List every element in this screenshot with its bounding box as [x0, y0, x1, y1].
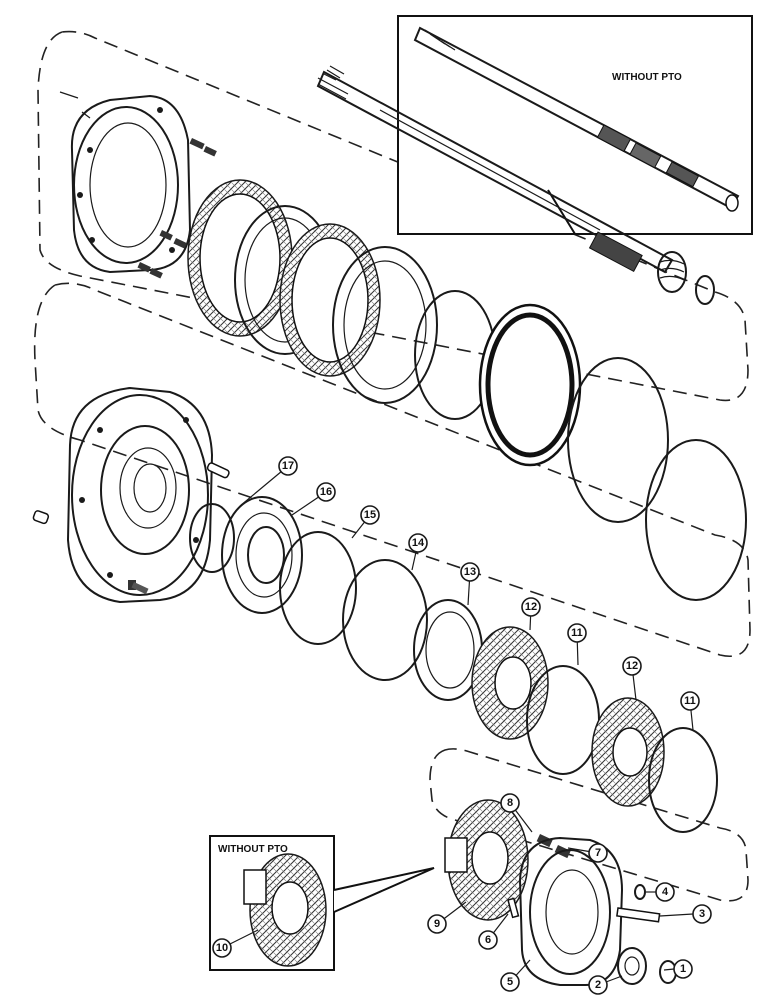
callout-11a: 11	[567, 623, 587, 643]
backing-plate-u	[478, 303, 582, 467]
callout-13: 13	[460, 562, 480, 582]
svg-text:5: 5	[507, 976, 513, 988]
hub-disc-9	[444, 799, 529, 921]
callout-4: 4	[655, 882, 675, 902]
svg-text:10: 10	[216, 942, 228, 954]
housing-bolt	[128, 580, 149, 595]
seal-ring-u3	[645, 439, 747, 601]
svg-text:6: 6	[485, 934, 491, 946]
inset-shaft	[413, 26, 740, 212]
upper-clutch-pack	[187, 179, 747, 601]
svg-text:12: 12	[525, 601, 537, 613]
pressure-plate-5	[518, 836, 624, 986]
callout-15: 15	[360, 505, 380, 525]
svg-text:15: 15	[364, 509, 376, 521]
seal-ring-17	[189, 503, 235, 573]
seal-ring-15	[279, 531, 357, 645]
piston-16	[221, 496, 303, 614]
callout-14: 14	[408, 533, 428, 553]
bottom-inset-pointer	[333, 867, 435, 913]
dowel-pin-right	[206, 462, 230, 479]
steel-plate-u2	[332, 246, 438, 404]
main-shaft	[316, 65, 674, 274]
callout-3: 3	[692, 904, 712, 924]
clutch-housing	[66, 386, 214, 604]
callout-12b: 12	[622, 656, 642, 676]
bearing-2	[617, 947, 647, 985]
callout-7: 7	[588, 843, 608, 863]
lower-group-outline	[429, 748, 749, 902]
upper-group-outline	[37, 30, 749, 402]
bolt-3	[616, 907, 661, 923]
svg-text:3: 3	[699, 908, 705, 920]
callout-2: 2	[588, 975, 608, 995]
callout-12a: 12	[521, 597, 541, 617]
svg-text:12: 12	[626, 660, 638, 672]
svg-text:11: 11	[571, 627, 583, 639]
svg-text:14: 14	[412, 537, 425, 549]
friction-disc-12a	[471, 626, 549, 740]
upper-piston-housing	[59, 91, 192, 274]
callout-8: 8	[500, 793, 520, 813]
seal-ring-14	[342, 559, 428, 681]
friction-disc-12b	[591, 697, 665, 807]
shaft-spring	[657, 251, 687, 293]
svg-text:11: 11	[684, 695, 696, 707]
svg-text:8: 8	[507, 797, 513, 809]
callout-1: 1	[673, 959, 693, 979]
callout-5: 5	[500, 972, 520, 992]
top-inset-without-pto: WITHOUT PTO	[397, 15, 753, 235]
snap-ring-1	[659, 960, 677, 984]
inset-hub-disc-10	[243, 853, 327, 967]
svg-text:4: 4	[662, 886, 669, 898]
bottom-inset-label: WITHOUT PTO	[218, 844, 288, 855]
washer-4	[634, 884, 646, 900]
svg-text:1: 1	[680, 963, 686, 975]
svg-text:2: 2	[595, 979, 601, 991]
svg-text:7: 7	[595, 847, 601, 859]
svg-text:13: 13	[464, 566, 476, 578]
steel-plate-11b	[648, 727, 718, 833]
svg-text:9: 9	[434, 918, 440, 930]
housing-studs	[137, 138, 217, 279]
callout-11b: 11	[680, 691, 700, 711]
svg-text:16: 16	[320, 486, 332, 498]
callout-17: 17	[278, 456, 298, 476]
callout-16: 16	[316, 482, 336, 502]
shaft-washer	[695, 275, 715, 305]
callout-9: 9	[427, 914, 447, 934]
bottom-inset-without-pto: WITHOUT PTO	[209, 835, 435, 971]
seal-ring-u2	[567, 357, 669, 523]
top-inset-label: WITHOUT PTO	[612, 72, 682, 83]
callout-6: 6	[478, 930, 498, 950]
callout-10: 10	[212, 938, 232, 958]
svg-text:17: 17	[282, 460, 294, 472]
dowel-pin-left	[32, 510, 50, 525]
pin-6	[507, 897, 520, 919]
